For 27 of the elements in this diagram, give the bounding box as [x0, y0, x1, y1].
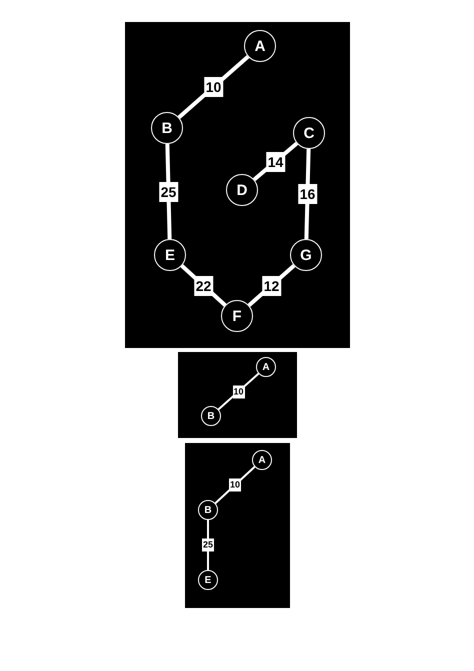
node-circle: A: [252, 450, 272, 470]
panel-background: [125, 22, 350, 348]
panel-background: [185, 443, 290, 608]
connector-line: [165, 144, 172, 240]
edge-label: 25: [202, 538, 214, 552]
node-circle: F: [221, 300, 253, 332]
edge-label: 25: [158, 182, 178, 202]
node-circle: A: [256, 357, 276, 377]
edge-label: 10: [229, 478, 241, 492]
connector-line: [207, 520, 209, 570]
connector-line: [178, 55, 250, 119]
node-circle: B: [201, 406, 221, 426]
panel-background: [178, 352, 297, 438]
edge-label: 12: [262, 276, 282, 296]
edge-label: 16: [298, 184, 318, 204]
node-circle: E: [198, 570, 218, 590]
node-circle: G: [290, 239, 322, 271]
edge-label: 22: [194, 276, 214, 296]
edge-label: 10: [204, 77, 224, 97]
node-circle: C: [293, 117, 325, 149]
node-circle: B: [198, 500, 218, 520]
node-circle: D: [226, 174, 258, 206]
node-circle: B: [151, 112, 183, 144]
node-circle: E: [154, 239, 186, 271]
edge-label: 14: [266, 152, 286, 172]
connector-line: [304, 148, 311, 240]
node-circle: A: [244, 30, 276, 62]
